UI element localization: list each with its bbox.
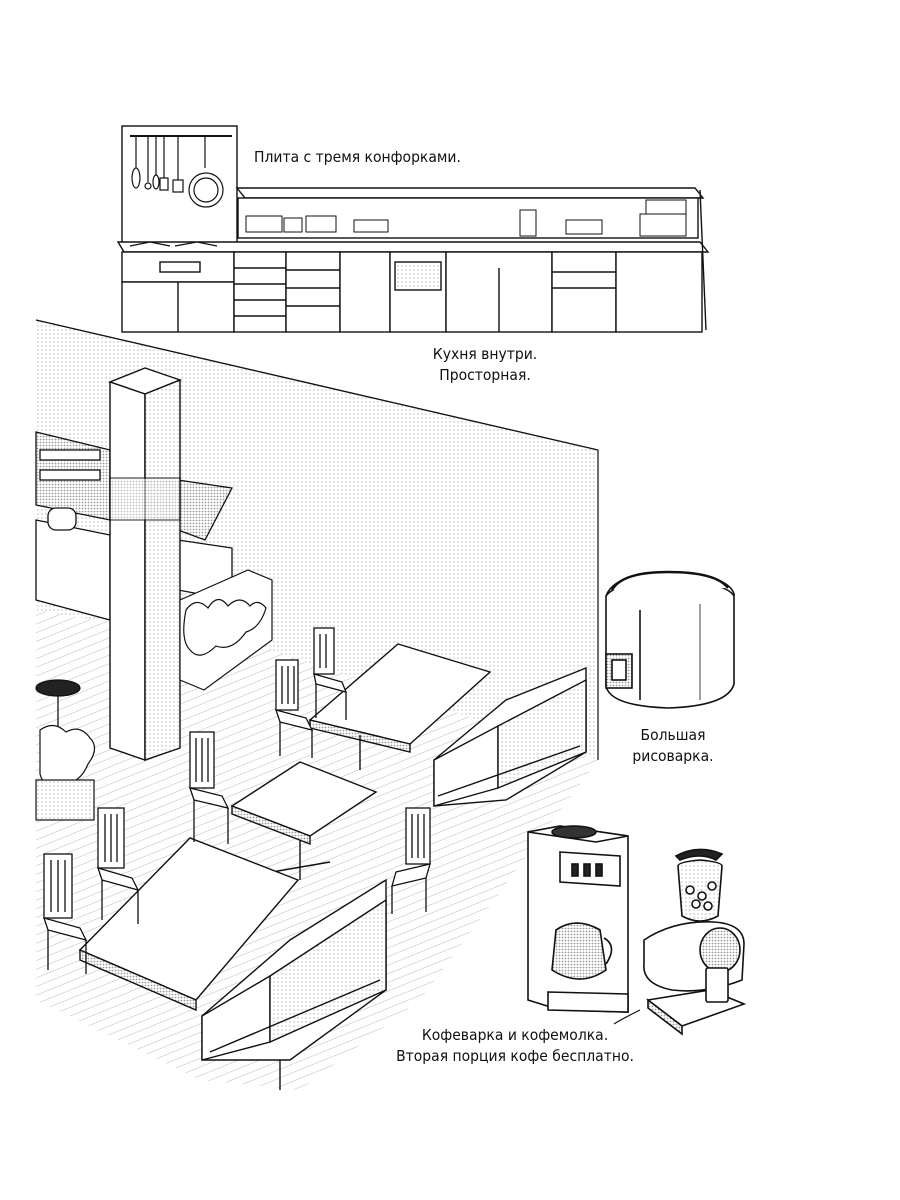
caption-stove: Плита с тремя конфорками. xyxy=(254,148,461,166)
chair xyxy=(313,627,348,720)
caption-rice-line1: Большая xyxy=(640,726,706,744)
chair xyxy=(391,807,431,914)
kitchen-counter-illustration xyxy=(116,125,710,333)
coffee-grinder-illustration xyxy=(613,848,747,1036)
caption-coffee-line1: Кофеварка и кофемолка. xyxy=(421,1026,609,1044)
caption-kitchen-line2: Просторная. xyxy=(439,366,531,384)
caption-coffee: Кофеварка и кофемолка. Вторая порция коф… xyxy=(370,1025,660,1067)
caption-kitchen: Кухня внутри. Просторная. xyxy=(380,344,590,386)
chair xyxy=(42,853,88,974)
caption-coffee-line2: Вторая порция кофе бесплатно. xyxy=(396,1047,634,1065)
cafe-interior-illustration xyxy=(35,319,599,1090)
chair xyxy=(275,659,314,758)
caption-kitchen-line1: Кухня внутри. xyxy=(432,345,538,363)
rice-cooker-illustration xyxy=(605,570,735,709)
caption-rice-cooker: Большая рисоварка. xyxy=(598,725,748,767)
coffee-maker-illustration xyxy=(527,825,629,1013)
chair xyxy=(189,731,230,844)
chair xyxy=(96,807,140,924)
caption-rice-line2: рисоварка. xyxy=(632,747,714,765)
